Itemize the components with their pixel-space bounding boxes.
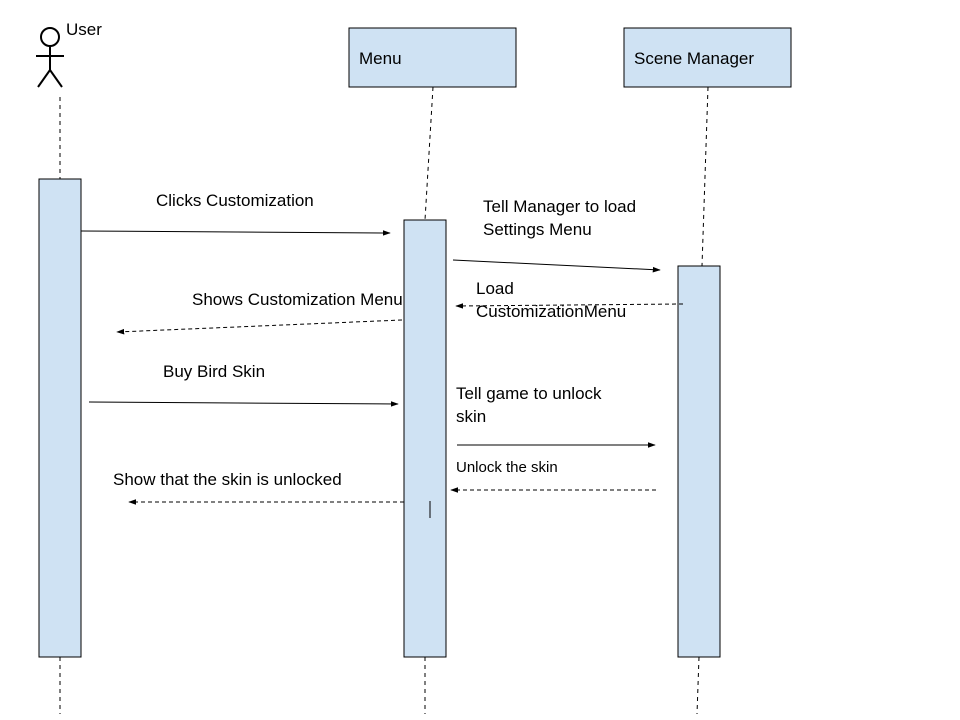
message-label-tell-manager: Tell Manager to load Settings Menu	[483, 197, 641, 239]
message-label-clicks-customization: Clicks Customization	[156, 191, 314, 210]
message-arrow-shows-customization-menu	[116, 319, 403, 335]
participant-user: User	[36, 20, 102, 88]
participant-user-label: User	[66, 20, 102, 39]
user-activation-bar	[38, 178, 82, 658]
message-label-buy-bird-skin: Buy Bird Skin	[163, 362, 265, 381]
message-arrow-load-customization-menu	[455, 303, 684, 309]
scene-manager-activation-bar	[677, 265, 721, 658]
participant-menu-label: Menu	[359, 49, 402, 68]
message-label-unlock-the-skin: Unlock the skin	[456, 459, 558, 476]
message-arrow-tell-manager	[452, 259, 661, 273]
scene-manager-lifeline-top	[701, 86, 709, 267]
message-label-shows-customization-menu: Shows Customization Menu	[192, 290, 403, 309]
stick-figure-icon	[36, 27, 64, 88]
message-arrow-clicks-customization	[80, 230, 391, 236]
participant-scene-manager: Scene Manager	[623, 27, 792, 88]
participant-scene-manager-label: Scene Manager	[634, 49, 754, 68]
scene-manager-lifeline-bottom	[696, 656, 700, 715]
menu-lifeline-top	[424, 86, 434, 221]
message-label-load-customization-menu: Load CustomizationMenu	[476, 279, 626, 321]
menu-activation-bar	[403, 219, 447, 658]
participant-menu-box	[348, 27, 517, 88]
message-label-tell-game-unlock: Tell game to unlock skin	[456, 384, 606, 426]
message-arrow-buy-bird-skin	[88, 401, 399, 407]
participant-menu: Menu	[348, 27, 517, 88]
message-label-show-skin-unlocked: Show that the skin is unlocked	[113, 470, 342, 489]
